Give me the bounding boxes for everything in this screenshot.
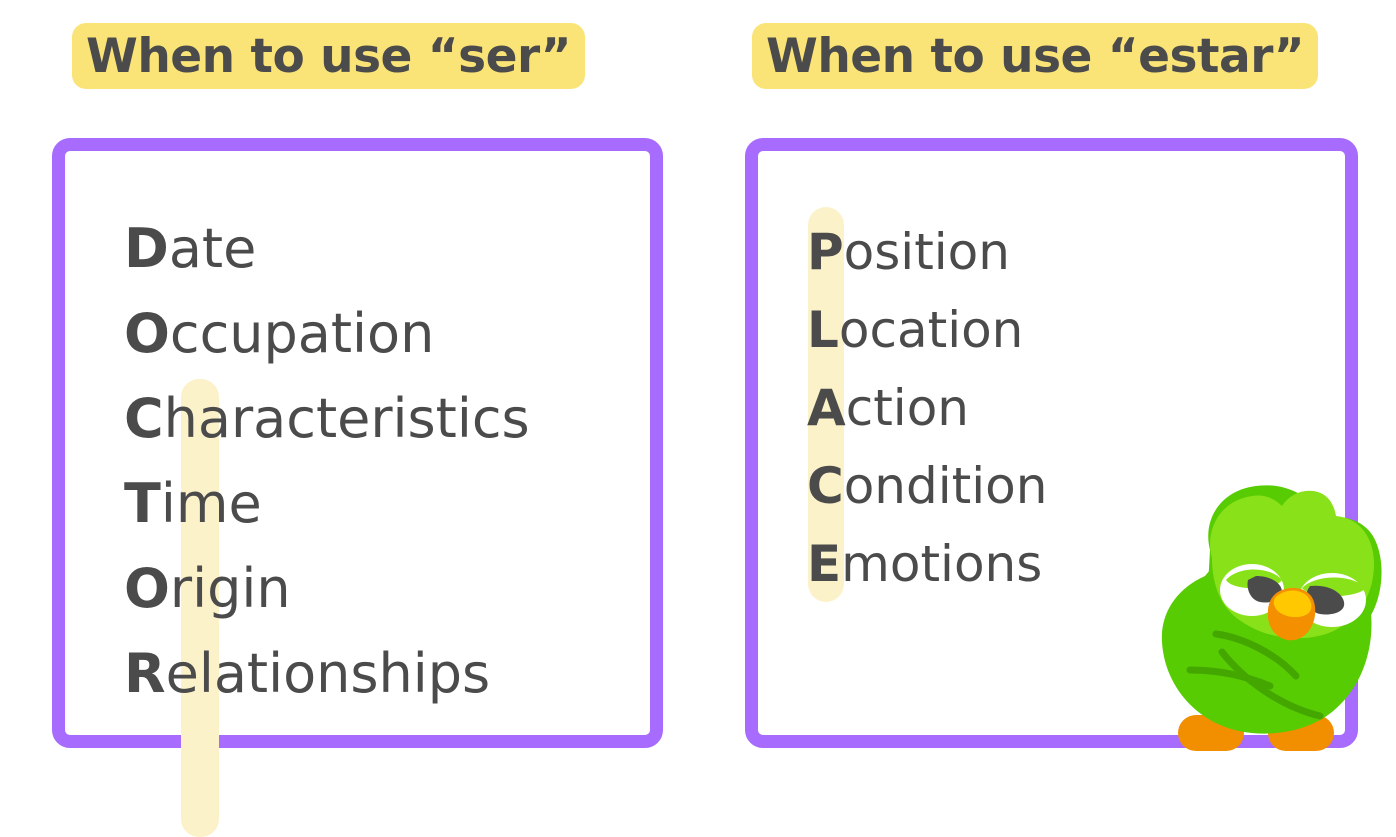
estar-card: Position Location Action Condition Emoti… [745, 138, 1358, 748]
list-item-initial: L [807, 301, 839, 359]
list-item: Occupation [124, 291, 530, 376]
list-item: Condition [807, 447, 1047, 525]
list-item-rest: rigin [169, 557, 291, 620]
list-item-initial: D [124, 217, 169, 280]
list-item-initial: O [124, 302, 170, 365]
list-item-initial: C [807, 457, 844, 515]
list-item-rest: osition [843, 223, 1010, 281]
list-item-rest: elationships [165, 642, 491, 705]
list-item-rest: ime [160, 472, 262, 535]
ser-card: Date Occupation Characteristics Time Ori… [52, 138, 663, 837]
placer-initials-highlight [808, 207, 844, 602]
list-item-rest: motions [841, 535, 1043, 593]
estar-title-badge: When to use “estar” [752, 23, 1319, 89]
list-item-rest: ction [845, 379, 969, 437]
list-item-initial: C [124, 387, 164, 450]
infographic-stage: When to use “ser” Date Occupation Charac… [52, 23, 1396, 837]
list-item: Emotions [807, 525, 1047, 603]
list-item: Location [807, 291, 1047, 369]
list-item: Characteristics [124, 376, 530, 461]
list-item-rest: ccupation [169, 302, 435, 365]
owl-beak-icon [1267, 587, 1316, 641]
list-item-initial: R [124, 642, 166, 705]
list-item: Action [807, 369, 1047, 447]
ser-title-badge: When to use “ser” [72, 23, 585, 89]
list-item-initial: E [807, 535, 842, 593]
list-item-initial: T [124, 472, 161, 535]
list-item-rest: ondition [843, 457, 1048, 515]
list-item: Time [124, 461, 530, 546]
list-item: Date [124, 206, 530, 291]
placer-mnemonic-list: Position Location Action Condition Emoti… [807, 213, 1047, 603]
list-item-rest: ate [168, 217, 257, 280]
list-item: Position [807, 213, 1047, 291]
list-item-initial: P [807, 223, 844, 281]
list-item-rest: haracteristics [163, 387, 530, 450]
list-item-initial: A [807, 379, 846, 437]
list-item: Origin [124, 546, 530, 631]
doctor-mnemonic-list: Date Occupation Characteristics Time Ori… [124, 206, 530, 716]
list-item-rest: ocation [838, 301, 1024, 359]
list-item-initial: O [124, 557, 170, 620]
duolingo-owl-mascot [1160, 484, 1396, 774]
doctor-initials-highlight [181, 379, 219, 837]
owl-wing-lines [1186, 630, 1324, 720]
list-item: Relationships [124, 631, 530, 716]
owl-eye-left-icon [1220, 564, 1284, 616]
